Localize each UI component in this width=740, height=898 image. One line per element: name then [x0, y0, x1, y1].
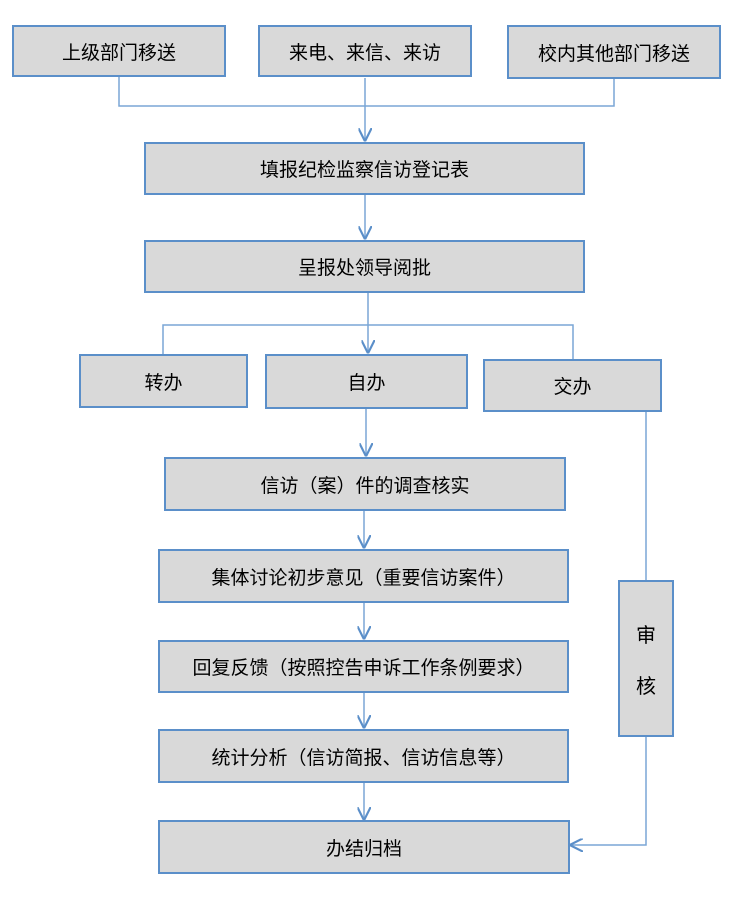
self-label: 自办	[347, 372, 386, 394]
reply-box: 回复反馈（按照控告申诉工作条例要求）	[158, 640, 569, 693]
merge-connector	[118, 77, 615, 107]
investigate-label: 信访（案）件的调查核实	[260, 474, 470, 497]
source-other-depts-box: 校内其他部门移送	[507, 25, 721, 79]
source-superior-label: 上级部门移送	[61, 41, 176, 64]
review-char-1: 审	[636, 622, 656, 647]
submit-label: 呈报处领导阅批	[297, 257, 431, 279]
assign-label: 交办	[553, 376, 592, 398]
statistics-box: 统计分析（信访简报、信访信息等）	[158, 729, 569, 783]
discuss-label: 集体讨论初步意见（重要信访案件）	[211, 566, 516, 589]
register-label: 填报纪检监察信访登记表	[259, 159, 469, 181]
source-other-depts-label: 校内其他部门移送	[537, 42, 690, 65]
transfer-box: 转办	[79, 354, 248, 408]
investigate-box: 信访（案）件的调查核实	[164, 457, 566, 511]
review-box: 审 核	[618, 580, 674, 737]
archive-box: 办结归档	[158, 820, 570, 874]
source-calls-box: 来电、来信、来访	[258, 25, 472, 77]
statistics-label: 统计分析（信访简报、信访信息等）	[211, 746, 516, 769]
discuss-box: 集体讨论初步意见（重要信访案件）	[158, 549, 569, 603]
source-superior-box: 上级部门移送	[12, 25, 226, 77]
submit-box: 呈报处领导阅批	[144, 240, 585, 293]
register-box: 填报纪检监察信访登记表	[144, 142, 585, 195]
review-char-2: 核	[636, 673, 656, 698]
self-box: 自办	[265, 354, 468, 409]
assign-box: 交办	[483, 359, 662, 412]
reply-label: 回复反馈（按照控告申诉工作条例要求）	[192, 657, 535, 679]
review-to-archive-arrow	[571, 736, 647, 845]
archive-label: 办结归档	[325, 837, 402, 860]
source-calls-label: 来电、来信、来访	[288, 41, 441, 64]
transfer-label: 转办	[144, 371, 183, 394]
